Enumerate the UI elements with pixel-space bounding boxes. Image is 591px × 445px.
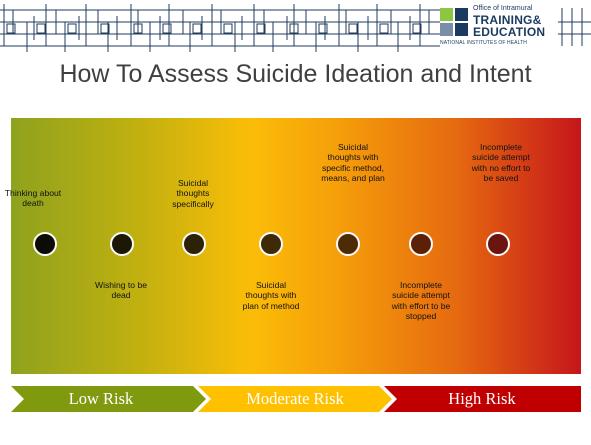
risk-label-low: Low Risk [68,389,134,408]
scale-dot-4 [259,232,283,256]
header-pattern [0,4,591,52]
scale-dot-5 [336,232,360,256]
scale-label-thinking-about-death: Thinking about death [4,188,62,209]
logo-nih-text: NATIONAL INSTITUTES OF HEALTH [440,40,527,46]
logo-square-navy-bottom [455,23,468,36]
risk-gradient-panel: Thinking about death Suicidal thoughts s… [5,118,581,374]
logo-square-navy-top [455,8,468,21]
risk-segment-low [11,386,206,412]
logo-training-text: TRAINING& [473,13,542,27]
risk-bar: Low Risk Moderate Risk High Risk [11,386,581,412]
scale-dot-6 [409,232,433,256]
scale-label-suicidal-thoughts-specifically: Suicidal thoughts specifically [172,178,214,209]
scale-label-plan-of-method: Suicidal thoughts with plan of method [242,280,300,311]
logo-education-text: EDUCATION [473,25,546,39]
risk-label-high: High Risk [448,389,516,408]
logo-office-text: Office of Intramural [473,5,533,12]
risk-bar-shapes [11,386,581,412]
logo-square-green [440,8,453,21]
logo: Office of Intramural TRAINING& EDUCATION… [440,4,558,58]
page-title: How To Assess Suicide Ideation and Inten… [59,60,532,88]
scale-dot-2 [110,232,134,256]
risk-segment-high [384,386,581,412]
scale-label-specific-method-plan: Suicidal thoughts with specific method, … [321,142,385,184]
scale-label-attempt-no-effort: Incomplete suicide attempt with no effor… [471,142,531,184]
risk-segment-moderate [198,386,392,412]
logo-square-light [440,23,453,36]
scale-label-attempt-with-effort: Incomplete suicide attempt with effort t… [391,280,451,322]
logo-squares-icon [440,8,468,36]
scale-dot-1 [33,232,57,256]
risk-label-moderate: Moderate Risk [246,389,344,408]
scale-dot-3 [182,232,206,256]
scale-label-wishing-to-be-dead: Wishing to be dead [94,280,148,301]
scale-dot-7 [486,232,510,256]
